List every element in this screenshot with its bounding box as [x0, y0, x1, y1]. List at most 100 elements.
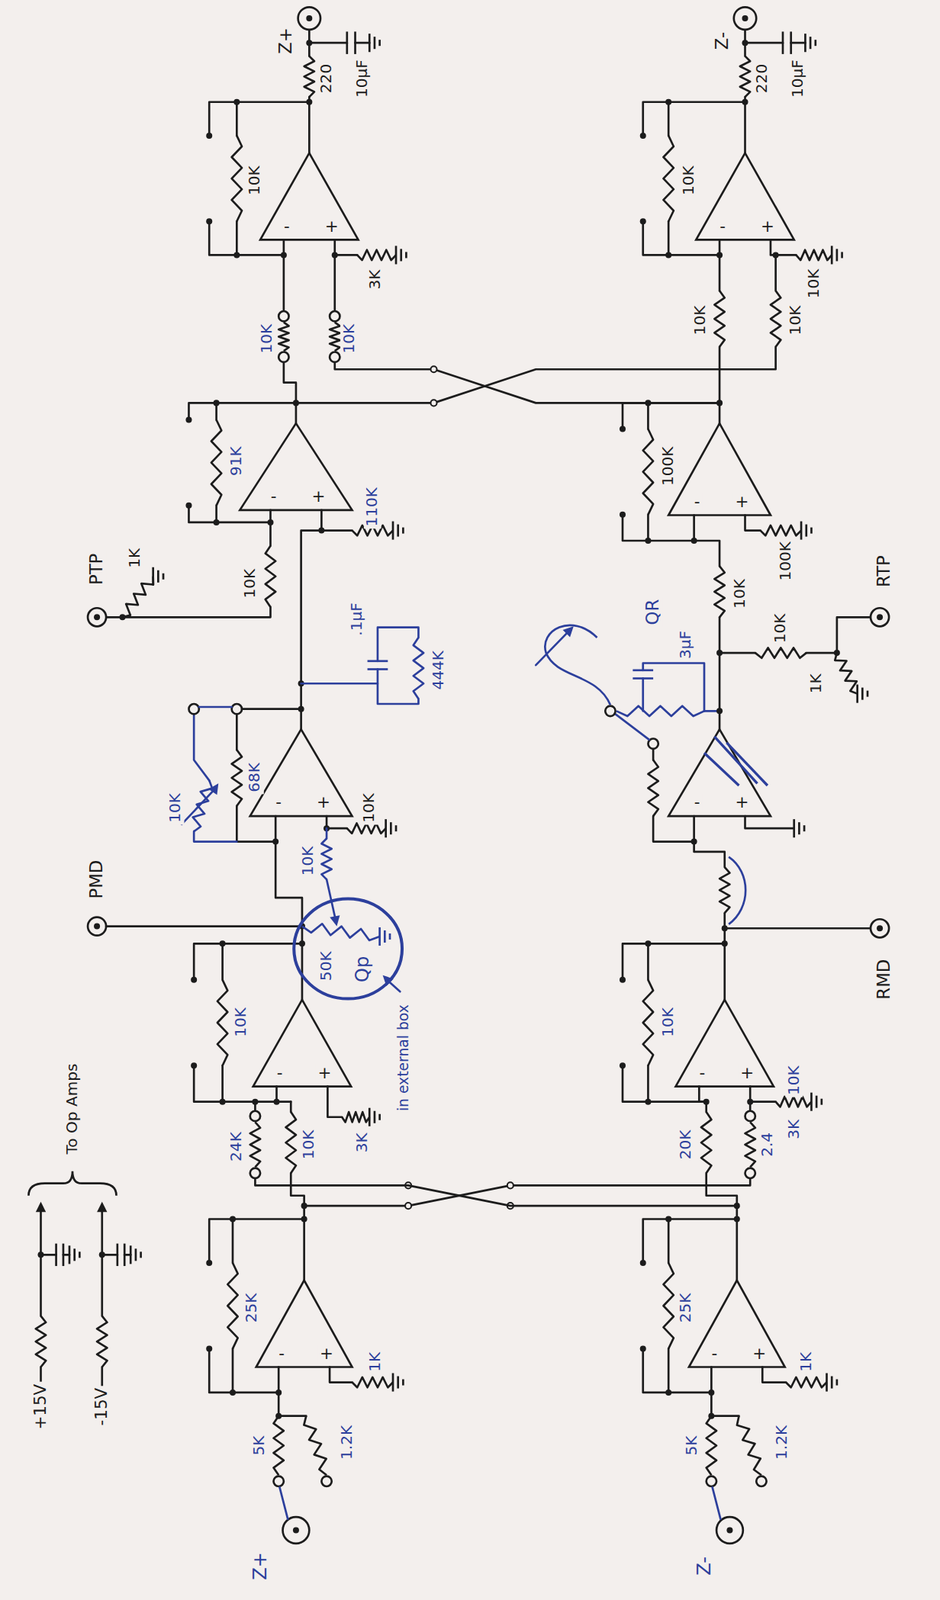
component-label: .1µF: [348, 601, 367, 639]
ground-symbol: [162, 573, 165, 580]
wire: [653, 816, 695, 842]
junction-dot: [691, 839, 698, 846]
wire: [181, 789, 215, 825]
junction-dot: [37, 1252, 44, 1259]
jack-symbol: [605, 706, 615, 717]
ground-symbol: [135, 1249, 138, 1262]
component-label: 220: [753, 61, 772, 96]
component-label: 10K: [167, 791, 185, 825]
opamp-symbol: [256, 1281, 353, 1369]
resistor-symbol: [217, 980, 228, 1066]
wire: [712, 1487, 722, 1520]
ground-symbol: [157, 570, 160, 583]
opamp-pin-sign: -: [276, 1345, 287, 1364]
opamp-pin-sign: +: [738, 1064, 757, 1083]
junction-dot: [691, 537, 698, 545]
resistor-symbol: [347, 824, 387, 834]
component-label: QR: [643, 597, 663, 628]
arrow-head: [208, 783, 219, 796]
wire: [100, 1212, 104, 1317]
wire: [615, 714, 650, 740]
wire: [329, 1367, 352, 1383]
jack-symbol: [273, 1477, 284, 1488]
capacitor-symbol: [782, 31, 785, 54]
wire: [289, 1102, 293, 1113]
resistor-symbol: [250, 1122, 261, 1168]
wire: [235, 221, 239, 255]
wire: [188, 505, 271, 523]
junction-dot: [721, 940, 728, 947]
component-label: 10K: [805, 267, 824, 301]
resistor-symbol: [663, 1263, 673, 1349]
resistor-symbol: [329, 322, 340, 351]
component-label: 25K: [243, 1291, 261, 1326]
ground-symbol: [792, 819, 796, 838]
ground-symbol: [383, 930, 387, 944]
brace: [28, 1171, 116, 1197]
junction-dot: [99, 1252, 106, 1259]
ground-symbol: [395, 245, 398, 264]
wire: [724, 927, 870, 931]
wire: [643, 221, 720, 255]
capacitor-symbol: [367, 668, 389, 671]
junction-dot: [741, 99, 748, 106]
wire: [711, 1367, 739, 1417]
wire: [39, 1212, 42, 1317]
connector-pin: [876, 614, 883, 621]
resistor-symbol: [231, 750, 242, 807]
component-label: 1K: [125, 546, 144, 570]
opamp-symbol: [239, 423, 352, 511]
ground-symbol: [402, 527, 405, 535]
jack-symbol: [278, 311, 289, 322]
component-label: 444K: [430, 648, 448, 693]
resistor-symbol: [706, 1416, 717, 1477]
capacitor-symbol: [632, 677, 654, 680]
junction-dot: [833, 650, 841, 657]
resistor-symbol: [616, 706, 705, 717]
connector-pin: [726, 1528, 733, 1535]
wire: [535, 632, 567, 666]
ground-symbol: [396, 524, 400, 538]
connector-pin: [292, 1528, 300, 1535]
jack-symbol: [706, 1477, 717, 1488]
component-label: 10K: [231, 1005, 250, 1040]
wire: [694, 515, 720, 567]
opamp-pin-sign: +: [314, 794, 332, 813]
ground-symbol: [825, 1374, 828, 1393]
junction-dot: [219, 940, 226, 947]
opamp-pin-sign: -: [274, 1064, 285, 1083]
wire: [231, 1348, 235, 1394]
junction-dot: [716, 399, 723, 406]
junction-dot: [272, 839, 279, 846]
component-label: 3K: [354, 1131, 372, 1156]
component-label: RTP: [874, 553, 894, 590]
junction-dot: [301, 1216, 308, 1224]
junction-dot: [219, 1099, 226, 1106]
junction-dot: [644, 940, 651, 947]
wire: [283, 363, 297, 424]
junction-dot: [640, 218, 647, 225]
jack-symbol: [745, 1168, 756, 1179]
wire: [100, 1367, 104, 1388]
resistor-symbol: [737, 1416, 762, 1477]
resistor-symbol: [227, 1263, 238, 1349]
component-label: 2.4: [759, 1130, 777, 1159]
component-label: 3K: [785, 1117, 803, 1142]
component-label: 10K: [258, 321, 277, 356]
ground-symbol: [395, 825, 398, 832]
junction-dot: [331, 251, 339, 258]
component-label: 10K: [680, 164, 699, 198]
connector-symbol: [283, 1517, 310, 1545]
ground-symbol: [856, 685, 859, 704]
component-label: 100K: [777, 539, 796, 583]
ground-symbol: [129, 1245, 132, 1265]
wire: [745, 515, 761, 532]
jack-symbol: [278, 351, 289, 362]
opamp-pin-sign: -: [697, 1064, 708, 1083]
opamp-symbol: [668, 729, 771, 817]
wire: [209, 221, 284, 255]
component-label: 100K: [659, 444, 678, 489]
jack-symbol: [870, 919, 889, 938]
ground-symbol: [866, 691, 870, 698]
ground-symbol: [800, 521, 803, 541]
